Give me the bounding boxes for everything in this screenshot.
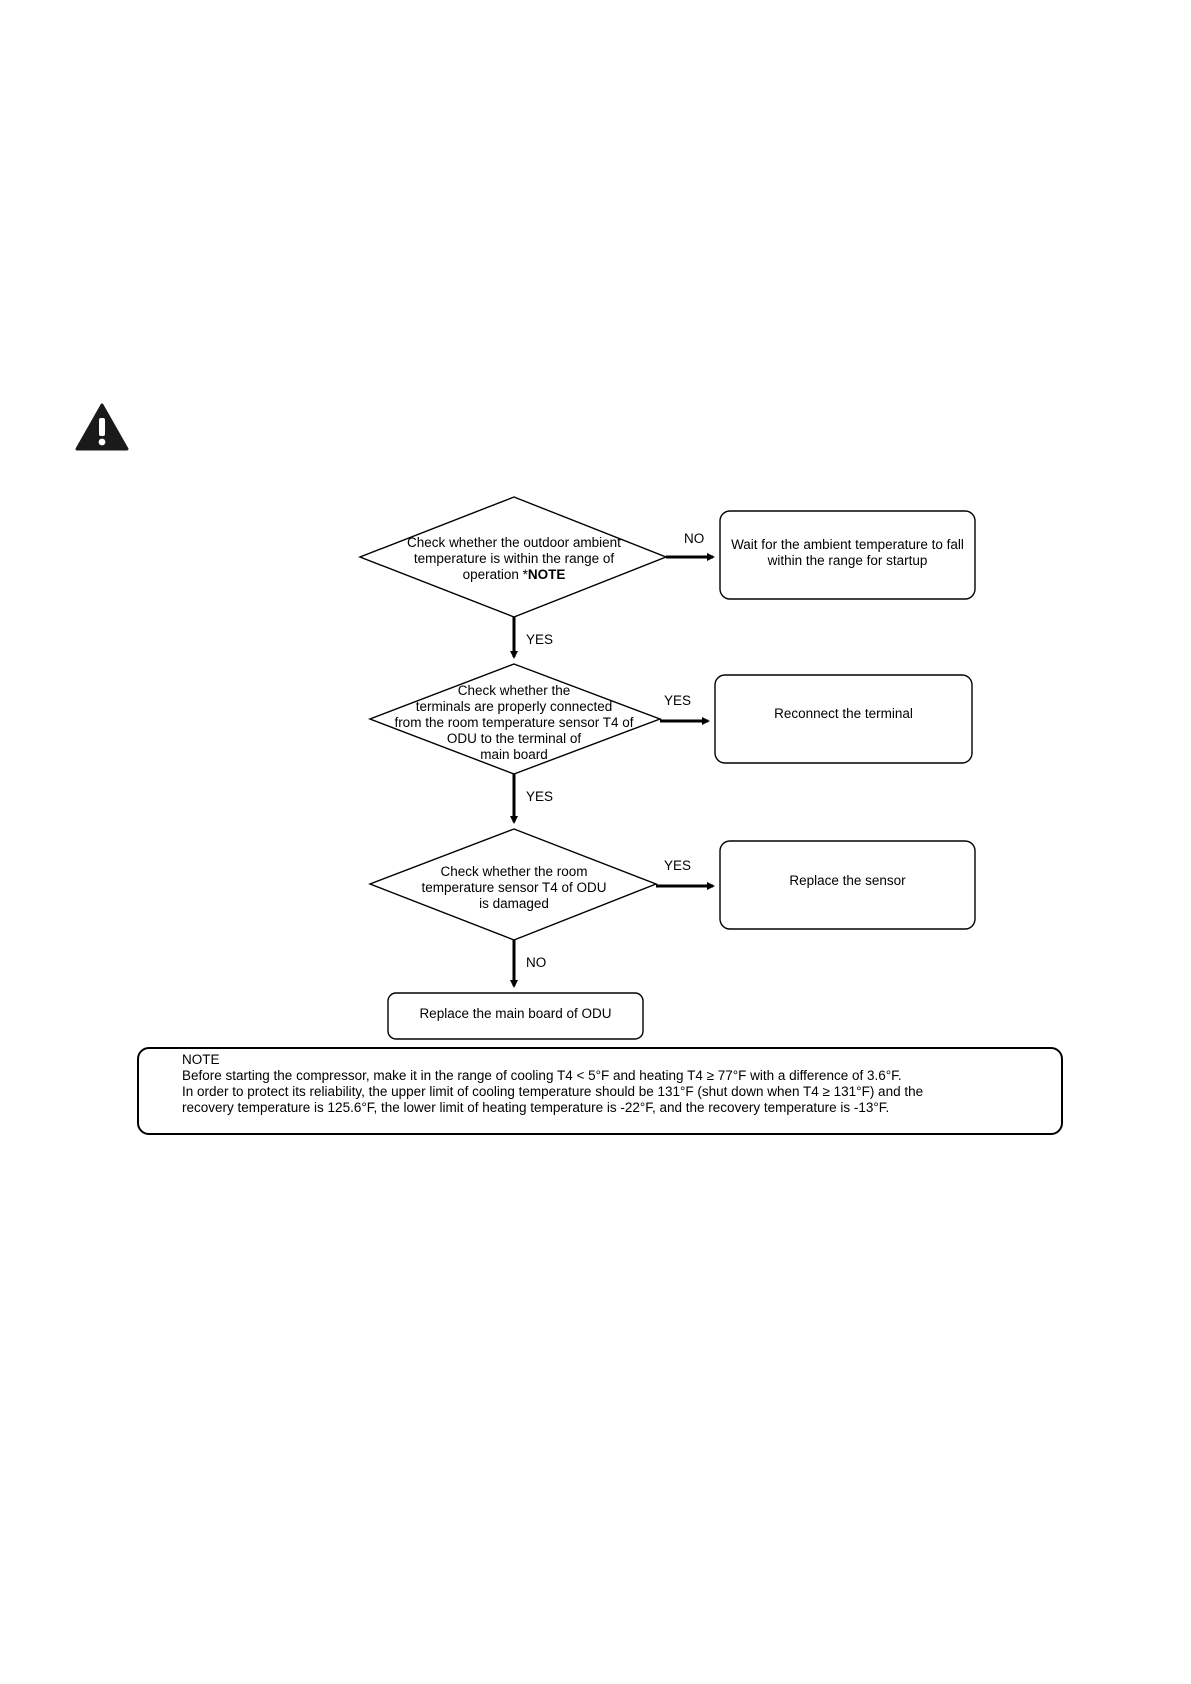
decision-1-line-2: temperature is within the range of xyxy=(413,551,615,566)
action-1-line-1: Wait for the ambient temperature to fall xyxy=(731,537,964,552)
note-line-1: Before starting the compressor, make it … xyxy=(182,1068,902,1083)
action-box-4 xyxy=(387,992,644,1040)
action-box-1 xyxy=(719,510,976,600)
action-2-line-1: Reconnect the terminal xyxy=(774,706,913,721)
edge-label-d1-right: NO xyxy=(684,531,705,546)
action-1-line-2: within the range for startup xyxy=(767,553,928,568)
decision-3-line-2: temperature sensor T4 of ODU xyxy=(421,880,607,895)
note-line-3: recovery temperature is 125.6°F, the low… xyxy=(182,1100,890,1115)
warning-icon xyxy=(75,403,129,451)
note-title: NOTE xyxy=(182,1052,220,1067)
decision-2-line-4: ODU to the terminal of xyxy=(446,731,582,746)
decision-3-line-3: is damaged xyxy=(479,896,549,911)
edge-label-d2-right: YES xyxy=(664,693,692,708)
action-1-text: Wait for the ambient temperature to fall… xyxy=(720,537,975,569)
note-text: NOTE Before starting the compressor, mak… xyxy=(182,1052,923,1116)
note-line-2: In order to protect its reliability, the… xyxy=(182,1084,924,1099)
action-3-line-1: Replace the sensor xyxy=(789,873,906,888)
action-box-3 xyxy=(719,840,976,930)
note-box xyxy=(137,1047,1063,1135)
decision-1-text: Check whether the outdoor ambient temper… xyxy=(378,535,650,583)
action-2-text: Reconnect the terminal xyxy=(715,706,972,722)
decision-3-text: Check whether the room temperature senso… xyxy=(378,864,650,912)
edge-label-d2-down: YES xyxy=(526,789,554,804)
edge-label-d3-down: NO xyxy=(526,955,547,970)
decision-1-line-3: operation *NOTE xyxy=(462,567,566,582)
decision-1-line-1: Check whether the outdoor ambient xyxy=(407,535,621,550)
action-4-line-1: Replace the main board of ODU xyxy=(419,1006,612,1021)
decision-2-line-5: main board xyxy=(480,747,548,762)
action-3-text: Replace the sensor xyxy=(720,873,975,889)
action-4-text: Replace the main board of ODU xyxy=(388,1006,643,1022)
decision-2-line-1: Check whether the xyxy=(457,683,571,698)
edge-label-d1-down: YES xyxy=(526,632,554,647)
decision-2-line-2: terminals are properly connected xyxy=(415,699,613,714)
decision-2-line-3: from the room temperature sensor T4 of xyxy=(394,715,634,730)
edge-label-d3-right: YES xyxy=(664,858,692,873)
decision-2-text: Check whether the terminals are properly… xyxy=(378,683,650,763)
action-box-2 xyxy=(714,674,973,764)
decision-3-line-1: Check whether the room xyxy=(440,864,588,879)
